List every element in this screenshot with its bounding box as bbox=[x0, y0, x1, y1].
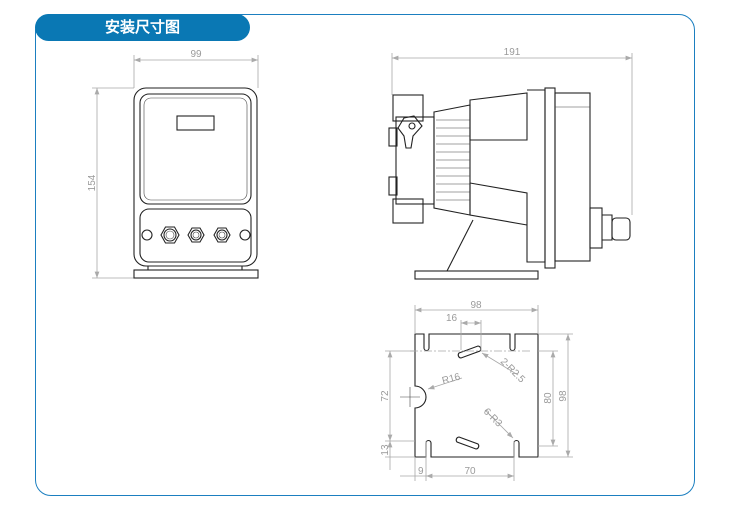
vertical-13-label: 13 bbox=[380, 444, 391, 456]
cable-gland-2 bbox=[187, 227, 205, 243]
front-width-label: 99 bbox=[190, 49, 202, 60]
front-view: 99 154 bbox=[87, 49, 259, 279]
fins bbox=[433, 104, 471, 216]
base-plate-view: 98 16 2-R2.5 R16 6-R3 72 13 80 98 9 70 bbox=[380, 300, 573, 481]
side-length-label: 191 bbox=[504, 47, 521, 58]
knob bbox=[397, 115, 423, 149]
horizontal-9-label: 9 bbox=[418, 466, 424, 477]
cable-gland-3 bbox=[213, 227, 231, 243]
display-window bbox=[176, 115, 215, 131]
notch-radius-label: R16 bbox=[441, 371, 462, 386]
section-title: 安装尺寸图 bbox=[35, 14, 250, 41]
front-height-label: 154 bbox=[87, 174, 98, 191]
slot-length-label: 16 bbox=[446, 313, 458, 324]
side-view: 191 bbox=[388, 47, 633, 280]
plate-width-label: 98 bbox=[470, 300, 482, 311]
cable-gland-1 bbox=[160, 226, 180, 244]
vertical-98-label: 98 bbox=[558, 390, 569, 402]
slot-radius-label: 2-R2.5 bbox=[498, 356, 527, 385]
horizontal-70-label: 70 bbox=[464, 466, 476, 477]
content-frame bbox=[35, 14, 695, 496]
vertical-72-label: 72 bbox=[380, 390, 391, 402]
vertical-80-label: 80 bbox=[543, 392, 554, 404]
